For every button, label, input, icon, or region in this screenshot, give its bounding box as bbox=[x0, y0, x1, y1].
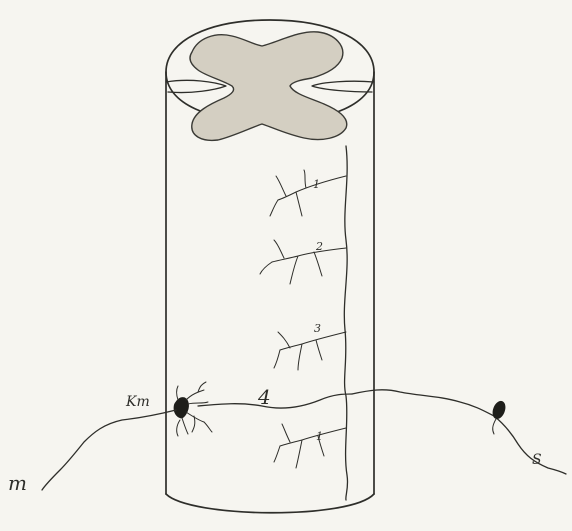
collateral-branch-2 bbox=[260, 240, 346, 284]
motor-axon bbox=[42, 410, 176, 490]
peripheral-process bbox=[494, 416, 566, 474]
label-m: m bbox=[8, 471, 27, 495]
motor-neuron-soma bbox=[174, 398, 189, 419]
collateral-branch-3 bbox=[274, 332, 346, 370]
label-branch-2: 2 bbox=[315, 240, 323, 253]
label-branch-1: 1 bbox=[313, 178, 320, 191]
label-s: S bbox=[532, 452, 542, 468]
collateral-branch-4 bbox=[274, 424, 346, 468]
label-km: Km bbox=[125, 394, 150, 410]
label-branch-4: 1 bbox=[316, 430, 323, 443]
grey-matter bbox=[190, 32, 347, 141]
label-branch-3: 3 bbox=[314, 322, 321, 335]
ganglion-cell bbox=[491, 400, 507, 434]
collateral-branch-1 bbox=[270, 170, 346, 216]
median-septum bbox=[312, 81, 374, 92]
ascending-fiber bbox=[344, 146, 347, 500]
dorsal-root-fiber bbox=[198, 394, 352, 408]
median-fissure bbox=[166, 80, 226, 92]
cord-bottom-edge bbox=[166, 494, 374, 513]
label-4: 4 bbox=[257, 385, 271, 409]
